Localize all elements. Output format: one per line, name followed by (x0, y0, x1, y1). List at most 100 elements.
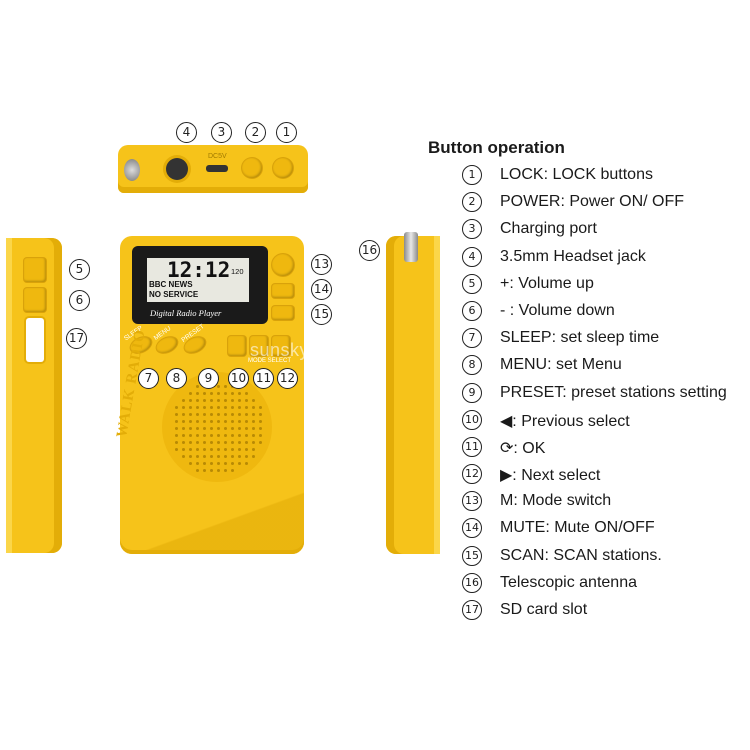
legend-label: POWER: Power ON/ OFF (500, 193, 685, 211)
speaker-hole (223, 412, 227, 416)
speaker-hole (244, 419, 248, 423)
previous-button[interactable] (228, 336, 246, 356)
speaker-hole (174, 426, 178, 430)
volume-down-button[interactable] (24, 288, 46, 312)
left-side-view (6, 238, 62, 553)
callout-16: 16 (359, 240, 380, 261)
ok-button[interactable] (250, 336, 268, 356)
callout-4: 4 (176, 122, 197, 143)
speaker-hole (258, 426, 262, 430)
speaker-hole (216, 384, 220, 388)
screen-line1: BBC NEWS (149, 280, 193, 289)
legend-label: SCAN: SCAN stations. (500, 546, 662, 564)
front-device: 12:12 120 BBC NEWS NO SERVICE Digital Ra… (114, 236, 304, 554)
speaker-hole (230, 412, 234, 416)
lock-button-top[interactable] (273, 158, 293, 178)
speaker-hole (216, 447, 220, 451)
speaker-hole (202, 412, 206, 416)
callout-9: 9 (198, 368, 219, 389)
speaker-hole (209, 405, 213, 409)
speaker-hole (202, 426, 206, 430)
speaker-hole (230, 398, 234, 402)
power-button-top[interactable] (242, 158, 262, 178)
speaker-hole (174, 440, 178, 444)
legend-item: 5+: Volume up (462, 272, 750, 299)
mode-button[interactable] (272, 254, 294, 276)
speaker-hole (202, 419, 206, 423)
legend-item: 12▶: Next select (462, 462, 750, 489)
speaker-hole (237, 454, 241, 458)
speaker-hole (209, 426, 213, 430)
speaker-hole (237, 447, 241, 451)
speaker-hole (188, 405, 192, 409)
speaker-hole (188, 412, 192, 416)
speaker-hole (209, 461, 213, 465)
callout-1: 1 (276, 122, 297, 143)
legend-title: Button operation (428, 138, 565, 157)
speaker-hole (237, 461, 241, 465)
speaker-hole (244, 412, 248, 416)
speaker-hole (195, 405, 199, 409)
next-button[interactable] (272, 336, 290, 356)
brand-label: Digital Radio Player (150, 308, 222, 318)
speaker-hole (251, 412, 255, 416)
callout-6: 6 (69, 290, 90, 311)
speaker-hole (244, 461, 248, 465)
callout-14: 14 (311, 279, 332, 300)
speaker-hole (237, 405, 241, 409)
speaker-hole (230, 419, 234, 423)
legend-label: Charging port (500, 220, 597, 238)
legend-number-icon: 10 (462, 409, 482, 430)
speaker-hole (195, 454, 199, 458)
speaker-hole (244, 440, 248, 444)
callout-7: 7 (138, 368, 159, 389)
legend-number-icon: 9 (462, 382, 482, 403)
speaker-hole (202, 461, 206, 465)
speaker-hole (216, 454, 220, 458)
mute-button[interactable] (272, 284, 294, 298)
top-view-device: DC5V (118, 145, 308, 195)
screen-side-value: 120 (231, 267, 244, 276)
speaker-hole (230, 391, 234, 395)
speaker-hole (174, 405, 178, 409)
legend-number-icon: 4 (462, 246, 482, 267)
legend-number-icon: 2 (462, 192, 482, 213)
legend-label: M: Mode switch (500, 492, 612, 510)
scan-button[interactable] (272, 306, 294, 320)
speaker-hole (216, 419, 220, 423)
speaker-hole (230, 440, 234, 444)
speaker-hole (202, 398, 206, 402)
speaker-hole (174, 419, 178, 423)
legend-number-icon: 1 (462, 165, 482, 185)
speaker-hole (181, 440, 185, 444)
speaker-hole (223, 405, 227, 409)
speaker-hole (188, 447, 192, 451)
speaker-hole (174, 412, 178, 416)
speaker-hole (188, 398, 192, 402)
callout-10: 10 (228, 368, 249, 389)
charging-port-label: DC5V (208, 153, 227, 160)
legend-number-icon: 5 (462, 273, 482, 294)
speaker-hole (223, 391, 227, 395)
speaker-hole (181, 412, 185, 416)
speaker-hole (216, 391, 220, 395)
speaker-hole (237, 419, 241, 423)
callout-11: 11 (253, 368, 274, 389)
screen-time: 12:12 (167, 258, 231, 282)
speaker-hole (216, 426, 220, 430)
speaker-hole (237, 433, 241, 437)
speaker-hole (216, 440, 220, 444)
speaker-hole (216, 398, 220, 402)
speaker-hole (223, 384, 227, 388)
speaker-hole (181, 454, 185, 458)
volume-up-button[interactable] (24, 258, 46, 282)
speaker-hole (244, 454, 248, 458)
speaker-hole (209, 398, 213, 402)
headset-jack (166, 158, 188, 180)
